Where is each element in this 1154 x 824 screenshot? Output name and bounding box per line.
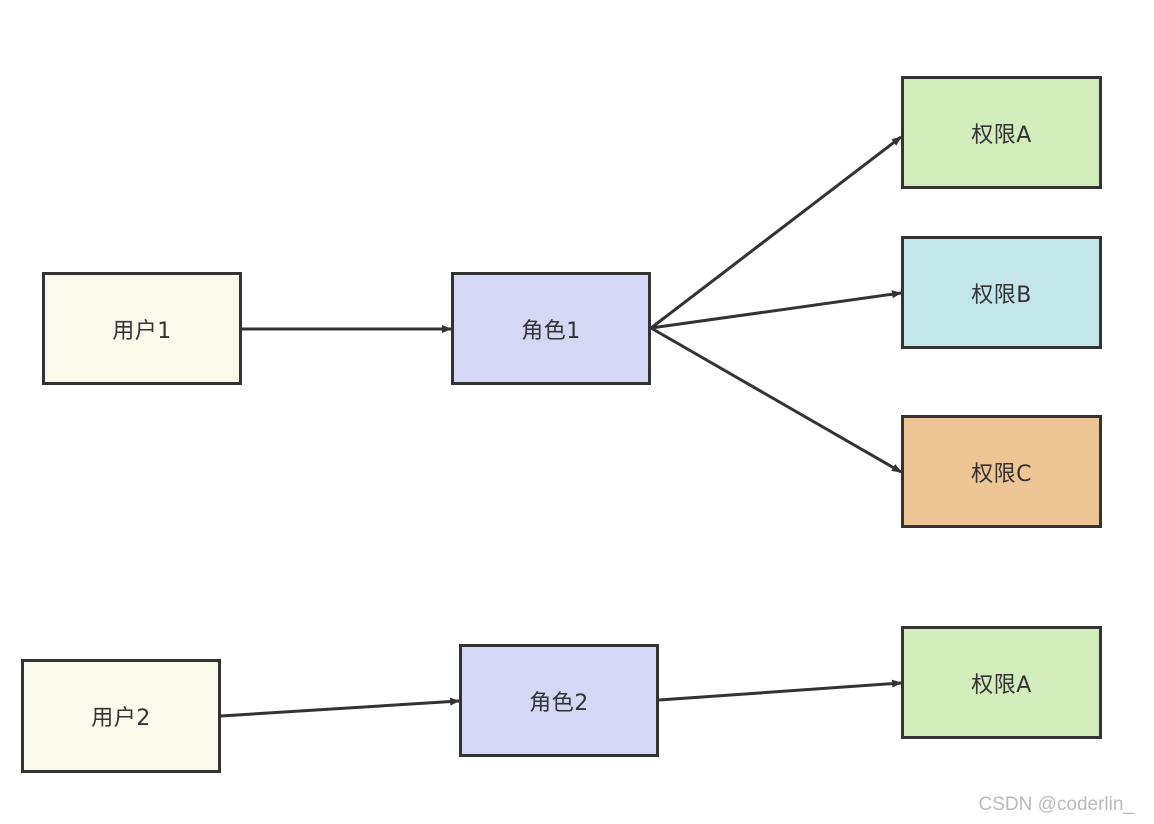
node-user-1: 用户1 — [42, 272, 242, 385]
edge-role1-to-permB — [650, 290, 902, 330]
node-permission-a-2-label: 权限A — [971, 672, 1032, 698]
node-user-1-label: 用户1 — [112, 318, 172, 344]
node-permission-a-1: 权限A — [901, 76, 1102, 189]
node-permission-a-1-label: 权限A — [971, 122, 1032, 148]
edge-role1-to-permC — [650, 326, 902, 474]
node-permission-c: 权限C — [901, 415, 1102, 528]
node-permission-c-label: 权限C — [971, 461, 1032, 487]
node-permission-b-label: 权限B — [971, 282, 1032, 308]
node-permission-b: 权限B — [901, 236, 1102, 349]
edge-role2-to-permA2 — [658, 679, 902, 702]
edge-role1-to-permA1 — [650, 135, 902, 330]
node-permission-a-2: 权限A — [901, 626, 1102, 739]
edge-user2-to-role2 — [220, 697, 460, 718]
node-user-2-label: 用户2 — [91, 706, 151, 731]
node-user-2: 用户2 — [21, 659, 221, 773]
node-role-2: 角色2 — [459, 644, 659, 757]
watermark: CSDN @coderlin_ — [978, 794, 1134, 815]
node-role-2-label: 角色2 — [529, 690, 589, 716]
node-role-1: 角色1 — [451, 272, 651, 385]
node-role-1-label: 角色1 — [521, 318, 581, 344]
